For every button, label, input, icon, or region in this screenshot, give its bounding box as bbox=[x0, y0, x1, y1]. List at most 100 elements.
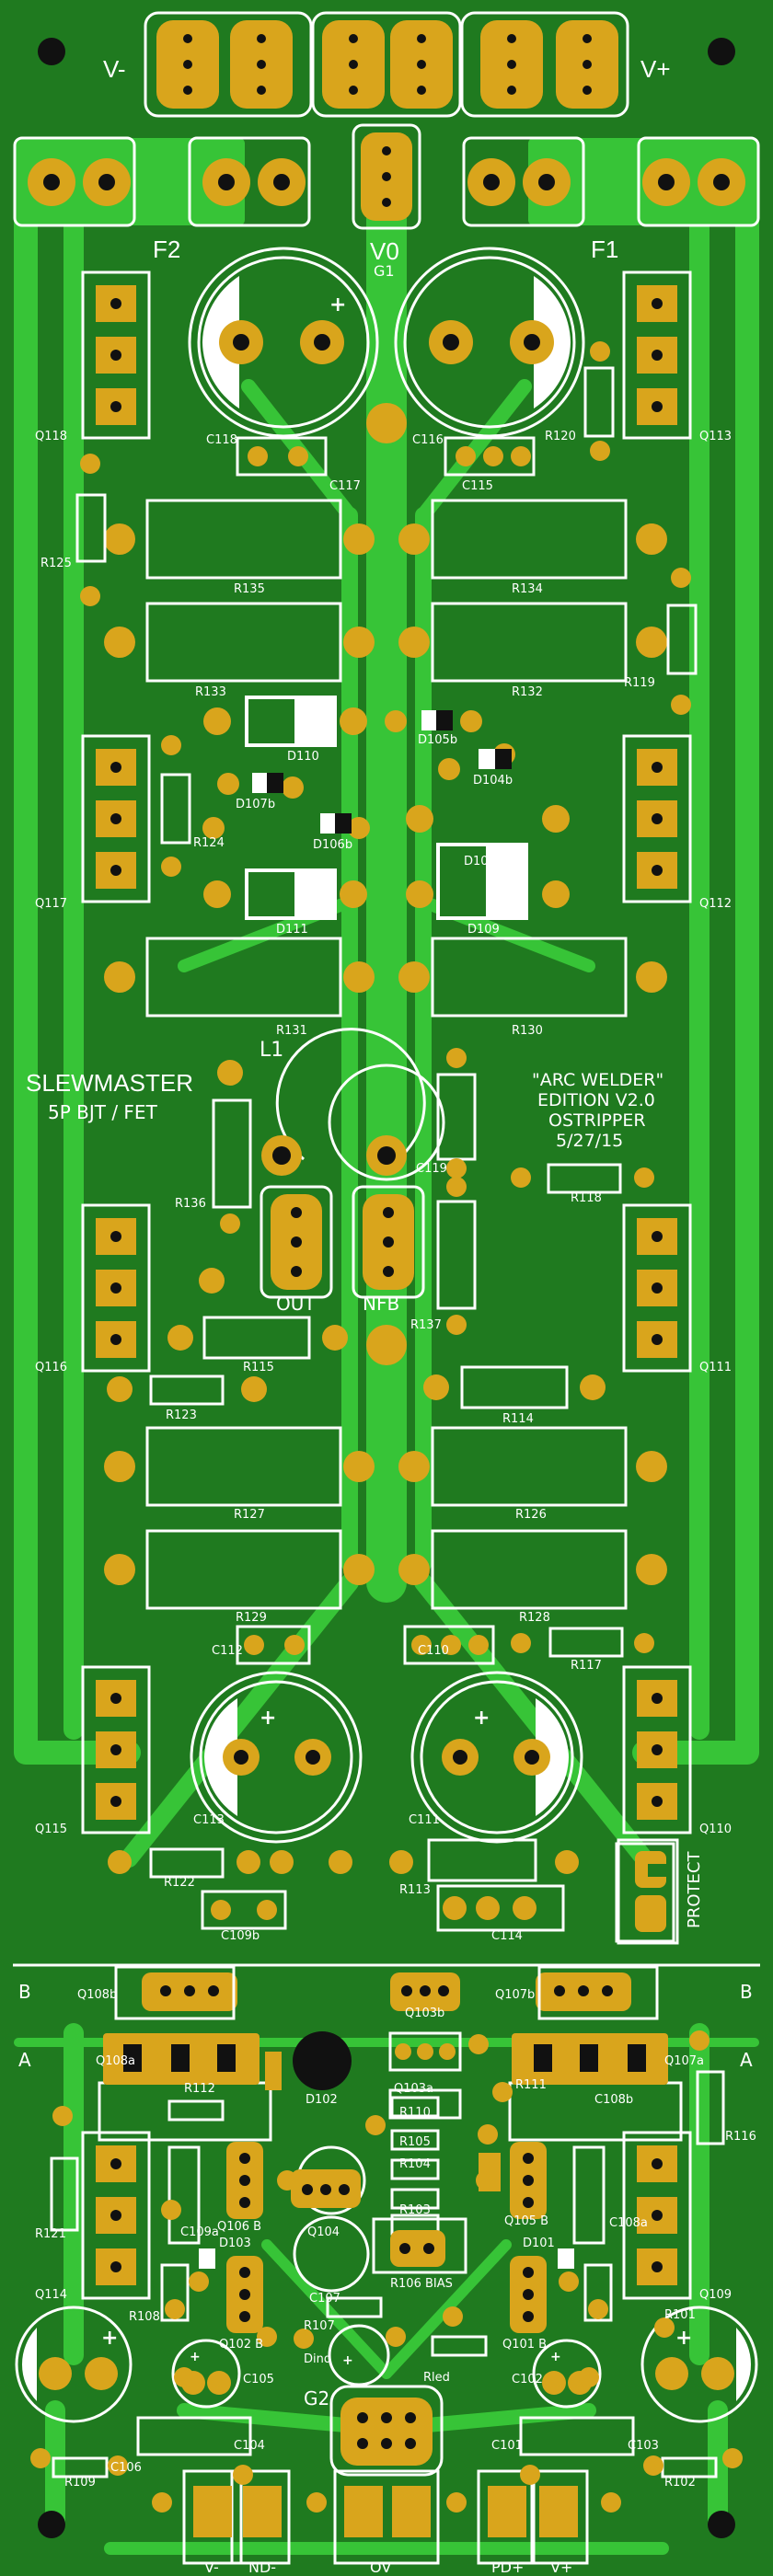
ref-label-q107b: Q107b bbox=[495, 1988, 535, 2002]
conn-ov-label: OV bbox=[370, 2559, 391, 2576]
ref-label-d101: D101 bbox=[523, 2237, 555, 2250]
silkscreen-text: V- V+ V0 F2 F1 G1 SLEWMASTER 5P BJT / FE… bbox=[18, 55, 753, 2576]
ref-label-q117: Q117 bbox=[35, 897, 67, 911]
ref-label-q108a: Q108a bbox=[96, 2054, 135, 2068]
rail-vminus-label: V- bbox=[103, 55, 126, 83]
fuse-f2-label: F2 bbox=[153, 236, 180, 263]
section-b-left: B bbox=[18, 1981, 31, 2003]
ref-label-c101: C101 bbox=[491, 2439, 523, 2453]
ref-label-q116: Q116 bbox=[35, 1361, 67, 1374]
ref-label-c105: C105 bbox=[243, 2373, 274, 2386]
inductor-l1-label: L1 bbox=[260, 1039, 283, 1062]
svg-text:+: + bbox=[473, 1707, 490, 1730]
ref-label-q108b: Q108b bbox=[77, 1988, 117, 2002]
ref-label-c113: C113 bbox=[193, 1813, 225, 1827]
conn-pdplus-label: PD+ bbox=[491, 2559, 524, 2576]
ref-label-r105: R105 bbox=[399, 2135, 431, 2149]
ref-label-r120: R120 bbox=[545, 430, 576, 443]
ref-label-r103: R103 bbox=[399, 2203, 431, 2217]
ref-label-r135: R135 bbox=[234, 582, 265, 596]
ref-label-r116: R116 bbox=[725, 2130, 756, 2144]
rail-v0-label: V0 bbox=[370, 237, 399, 265]
ref-label-r129: R129 bbox=[236, 1611, 267, 1625]
ref-label-d107b: D107b bbox=[236, 798, 275, 811]
ref-label-r114: R114 bbox=[502, 1412, 534, 1426]
ref-label-d111: D111 bbox=[276, 923, 308, 937]
svg-text:+: + bbox=[190, 2350, 201, 2364]
ref-label-r123: R123 bbox=[166, 1409, 197, 1422]
ref-label-q110: Q110 bbox=[699, 1823, 732, 1836]
ref-label-r104: R104 bbox=[399, 2157, 431, 2171]
ref-label-d110: D110 bbox=[287, 750, 319, 764]
ref-label-r117: R117 bbox=[571, 1659, 602, 1673]
bias-label: R106 BIAS bbox=[390, 2277, 453, 2291]
ref-label-c119: C119 bbox=[416, 1162, 447, 1176]
protect-connector bbox=[617, 1838, 679, 1945]
ref-label-c112: C112 bbox=[212, 1644, 243, 1658]
ref-label-c110: C110 bbox=[418, 1644, 449, 1658]
section-a-left: A bbox=[18, 2049, 31, 2071]
ref-label-r124: R124 bbox=[193, 836, 225, 850]
ref-label-c115: C115 bbox=[462, 479, 493, 493]
driver-transistors bbox=[103, 1965, 668, 2537]
section-a-right: A bbox=[740, 2049, 753, 2071]
ref-label-q112: Q112 bbox=[699, 897, 732, 911]
ref-label-q103a: Q103a bbox=[394, 2082, 433, 2096]
ref-label-r126: R126 bbox=[515, 1508, 547, 1522]
ref-label-r107: R107 bbox=[304, 2319, 335, 2333]
nfb-label: NFB bbox=[363, 1293, 399, 1315]
top-connectors bbox=[13, 11, 760, 230]
power-resistors bbox=[104, 499, 667, 1610]
conn-ndminus-label: ND- bbox=[248, 2559, 276, 2576]
ref-label-d103: D103 bbox=[219, 2237, 251, 2250]
ref-label-r108: R108 bbox=[129, 2310, 160, 2324]
out-label: OUT bbox=[276, 1293, 316, 1315]
board-subtitle: 5P BJT / FET bbox=[48, 1101, 158, 1123]
rled-label: Rled bbox=[423, 2371, 450, 2385]
ref-label-c103: C103 bbox=[628, 2439, 659, 2453]
ref-label-r132: R132 bbox=[512, 685, 543, 699]
ref-label-c114: C114 bbox=[491, 1929, 523, 1943]
ref-label-c108a: C108a bbox=[609, 2216, 648, 2230]
ref-label-c117: C117 bbox=[329, 479, 361, 493]
conn-vminus-label: V- bbox=[204, 2559, 219, 2576]
ref-label-r133: R133 bbox=[195, 685, 226, 699]
ref-label-r101: R101 bbox=[664, 2308, 696, 2322]
svg-text:+: + bbox=[101, 2327, 118, 2350]
svg-text:+: + bbox=[675, 2327, 692, 2350]
svg-text:+: + bbox=[550, 2350, 561, 2364]
board-title: SLEWMASTER bbox=[26, 1069, 193, 1097]
ref-label-r111: R111 bbox=[515, 2078, 547, 2092]
ref-label-q102-b: Q102 B bbox=[219, 2338, 263, 2352]
ref-label-r112: R112 bbox=[184, 2082, 215, 2096]
ref-label-q109: Q109 bbox=[699, 2288, 732, 2302]
ref-label-c111: C111 bbox=[409, 1813, 440, 1827]
ref-label-r118: R118 bbox=[571, 1191, 602, 1205]
ref-label-q114: Q114 bbox=[35, 2288, 67, 2302]
ref-label-d104b: D104b bbox=[473, 774, 513, 788]
dind-label: Dind bbox=[304, 2352, 331, 2366]
ref-label-r130: R130 bbox=[512, 1024, 543, 1038]
ref-label-r131: R131 bbox=[276, 1024, 307, 1038]
ref-label-r109: R109 bbox=[64, 2476, 96, 2490]
ref-label-d102: D102 bbox=[306, 2093, 338, 2107]
edition-line-1: "ARC WELDER" bbox=[532, 1070, 663, 1090]
ref-label-c116: C116 bbox=[412, 433, 444, 447]
ref-label-q106-b: Q106 B bbox=[217, 2220, 261, 2234]
ref-label-q101-b: Q101 B bbox=[502, 2338, 547, 2352]
ref-label-q118: Q118 bbox=[35, 430, 67, 443]
rail-vplus-label: V+ bbox=[640, 55, 671, 83]
out-nfb-connectors bbox=[199, 1028, 426, 1365]
ref-label-r136: R136 bbox=[175, 1197, 206, 1211]
ground-g1-label: G1 bbox=[374, 262, 395, 280]
ref-label-q105-b: Q105 B bbox=[504, 2214, 548, 2228]
ref-label-r119: R119 bbox=[624, 676, 655, 690]
svg-text:+: + bbox=[329, 293, 346, 316]
ref-label-c109a: C109a bbox=[180, 2225, 219, 2239]
ground-g2-label: G2 bbox=[304, 2387, 329, 2409]
edition-line-2: EDITION V2.0 bbox=[537, 1090, 655, 1110]
ref-label-d105b: D105b bbox=[418, 733, 457, 747]
diodes bbox=[202, 696, 570, 920]
